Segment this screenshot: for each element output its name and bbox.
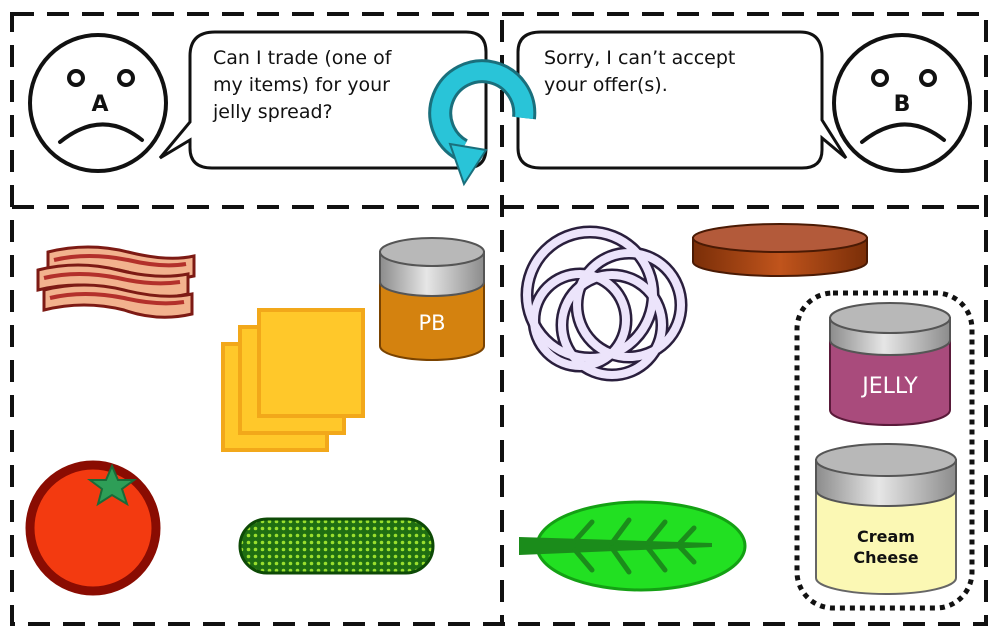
panel-frame: [10, 12, 988, 626]
lettuce-leaf-icon: [519, 500, 747, 592]
peanut-butter-jar-label: PB: [418, 311, 445, 335]
peanut-butter-jar-icon: PB: [379, 237, 485, 361]
onion-rings-icon: [520, 225, 688, 382]
agent-b-message-line-2: your offer(s).: [544, 74, 668, 96]
agent-b-speech-bubble: Sorry, I can’t accept your offer(s).: [516, 30, 848, 170]
agent-b-face: B: [832, 33, 972, 173]
cream-cheese-jar-icon: Cream Cheese: [815, 443, 957, 595]
agent-a-label: A: [91, 92, 108, 117]
jelly-jar-icon: JELLY: [829, 302, 951, 426]
cream-cheese-jar-label-line-2: Cheese: [853, 548, 918, 567]
agent-a-message-line-1: Can I trade (one of: [213, 47, 393, 69]
agent-b-message-line-1: Sorry, I can’t accept: [544, 47, 735, 69]
agent-a-speech-bubble: Can I trade (one of my items) for your j…: [158, 30, 488, 170]
meat-patty-icon: [692, 223, 868, 277]
exchange-arrow-icon: [428, 59, 537, 187]
requested-items-highlight: [794, 290, 975, 611]
agent-b-label: B: [894, 92, 911, 117]
cream-cheese-jar-label-line-1: Cream: [857, 527, 915, 546]
pickle-icon: [238, 517, 435, 575]
jelly-jar-label: JELLY: [860, 374, 918, 399]
agent-a-message-line-2: my items) for your: [213, 74, 390, 96]
bacon-icon: [36, 245, 196, 319]
agent-a-message-line-3: jelly spread?: [212, 101, 333, 123]
cheese-slices-icon: [221, 308, 365, 452]
tomato-icon: [25, 460, 161, 596]
agent-a-face: A: [28, 33, 168, 173]
